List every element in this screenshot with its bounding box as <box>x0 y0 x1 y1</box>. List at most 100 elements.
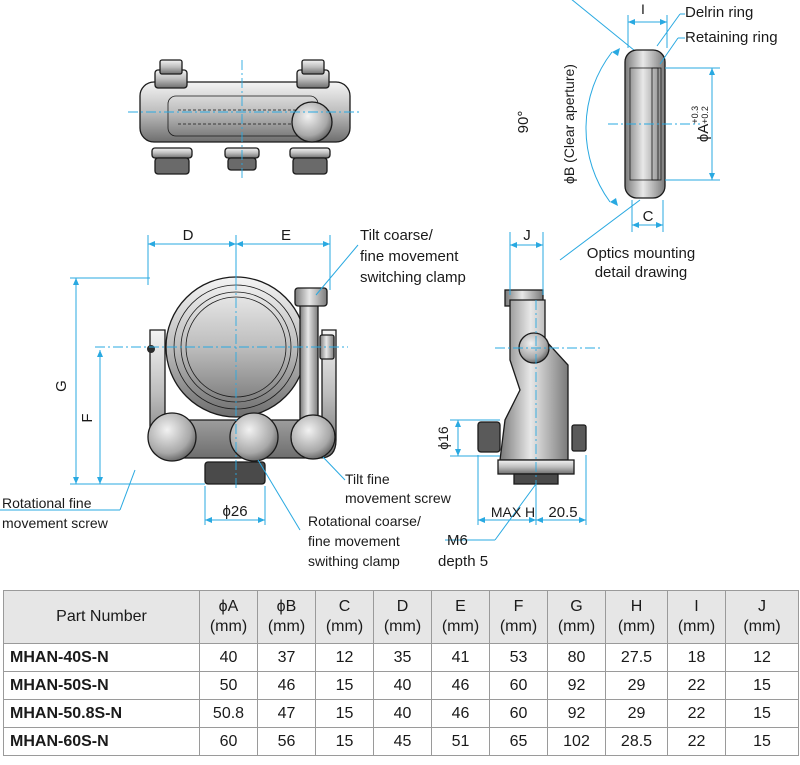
table-cell: 15 <box>725 727 799 756</box>
table-cell: 92 <box>547 671 606 700</box>
side-view <box>445 232 600 541</box>
part-number-cell: MHAN-50S-N <box>3 671 200 700</box>
rot-fine-line2: movement screw <box>2 515 109 531</box>
tilt-fine-line2: movement screw <box>345 490 452 506</box>
table-cell: 22 <box>667 671 726 700</box>
phi16-label: ϕ16 <box>435 426 451 450</box>
header-name: ϕB <box>276 598 297 615</box>
table-cell: 15 <box>315 699 374 728</box>
header-name: ϕA <box>218 598 239 615</box>
table-cell: 18 <box>667 643 726 672</box>
table-header-row: Part Number ϕA (mm) ϕB (mm) C (mm) D (mm) E (… <box>3 590 799 644</box>
phi-b-label: ϕB (Clear aperture) <box>561 64 577 184</box>
spec-table: Part Number ϕA (mm) ϕB (mm) C (mm) D (mm) E (… <box>3 590 799 756</box>
rot-clamp-line1: Rotational coarse/ <box>308 513 421 529</box>
header-part-number: Part Number <box>3 590 200 644</box>
header-unit: (mm) <box>267 618 306 635</box>
header-unit: (mm) <box>441 618 480 635</box>
table-cell: 41 <box>431 643 490 672</box>
retaining-ring-label: Retaining ring <box>685 29 778 46</box>
front-view <box>0 235 359 531</box>
header-phi-b: ϕB (mm) <box>257 590 316 644</box>
header-j: J(mm) <box>725 590 799 644</box>
header-h: H(mm) <box>605 590 668 644</box>
table-row: MHAN-40S-N 40 37 12 35 41 53 80 27.5 18 … <box>3 643 799 672</box>
table-row: MHAN-60S-N 60 56 15 45 51 65 102 28.5 22… <box>3 727 799 756</box>
table-cell: 45 <box>373 727 432 756</box>
max-h-label: MAX H <box>491 504 535 520</box>
table-cell: 50 <box>199 671 258 700</box>
table-cell: 60 <box>199 727 258 756</box>
header-name: G <box>570 598 583 615</box>
header-name: F <box>513 598 524 615</box>
delrin-ring-label: Delrin ring <box>685 4 753 21</box>
table-cell: 40 <box>199 643 258 672</box>
dim-i-label: I <box>641 1 645 17</box>
top-view <box>128 59 360 180</box>
part-number-cell: MHAN-40S-N <box>3 643 200 672</box>
phi-a-main: ϕA <box>695 124 712 142</box>
table-cell: 46 <box>431 699 490 728</box>
optics-detail-line1: Optics mounting <box>587 245 695 262</box>
header-unit: (mm) <box>557 618 596 635</box>
header-unit: (mm) <box>383 618 422 635</box>
header-phi-a: ϕA (mm) <box>199 590 258 644</box>
header-name: D <box>396 598 409 615</box>
part-number-cell: MHAN-50.8S-N <box>3 699 200 728</box>
rot-clamp-line3: swithing clamp <box>308 553 400 569</box>
table-cell: 53 <box>489 643 548 672</box>
header-unit: (mm) <box>743 618 781 635</box>
header-e: E (mm) <box>431 590 490 644</box>
header-name: E <box>455 598 466 615</box>
table-cell: 27.5 <box>605 643 668 672</box>
table-cell: 65 <box>489 727 548 756</box>
technical-drawing: I Delrin ring Retaining ring 90° ϕB (Cle… <box>0 0 778 570</box>
header-c: C (mm) <box>315 590 374 644</box>
table-cell: 29 <box>605 671 668 700</box>
table-cell: 22 <box>667 727 726 756</box>
table-cell: 56 <box>257 727 316 756</box>
phi-a-tol-plus: +0.3 <box>690 106 700 124</box>
tilt-clamp-line1: Tilt coarse/ <box>360 227 434 244</box>
table-cell: 50.8 <box>199 699 258 728</box>
table-cell: 40 <box>373 699 432 728</box>
header-g: G (mm) <box>547 590 606 644</box>
optics-detail-line2: detail drawing <box>595 264 688 281</box>
dim-20-5-label: 20.5 <box>548 504 577 521</box>
dim-f-label: F <box>79 413 96 422</box>
rot-fine-line1: Rotational fine <box>2 495 92 511</box>
header-name: H <box>630 598 643 615</box>
table-cell: 47 <box>257 699 316 728</box>
tilt-clamp-line2: fine movement <box>360 248 459 265</box>
table-cell: 28.5 <box>605 727 668 756</box>
dim-e-label: E <box>281 227 291 244</box>
header-d: D (mm) <box>373 590 432 644</box>
table-cell: 15 <box>725 671 799 700</box>
header-unit: (mm) <box>209 618 248 635</box>
phi-a-tol-minus: +0.2 <box>700 106 710 124</box>
tilt-clamp-line3: switching clamp <box>360 269 466 286</box>
table-cell: 15 <box>725 699 799 728</box>
table-cell: 102 <box>547 727 606 756</box>
table-cell: 40 <box>373 671 432 700</box>
dim-d-label: D <box>183 227 194 244</box>
header-unit: (mm) <box>325 618 364 635</box>
header-name: I <box>694 598 699 615</box>
dim-j-label: J <box>523 227 531 244</box>
tilt-fine-line1: Tilt fine <box>345 471 390 487</box>
table-row: MHAN-50.8S-N 50.8 47 15 40 46 60 92 29 2… <box>3 699 799 728</box>
m6-label: M6 <box>447 532 468 549</box>
header-unit: (mm) <box>499 618 538 635</box>
table-cell: 46 <box>257 671 316 700</box>
table-cell: 92 <box>547 699 606 728</box>
table-cell: 60 <box>489 671 548 700</box>
header-i: I (mm) <box>667 590 726 644</box>
depth5-label: depth 5 <box>438 553 488 570</box>
header-name: C <box>338 598 351 615</box>
header-f: F (mm) <box>489 590 548 644</box>
table-cell: 37 <box>257 643 316 672</box>
table-cell: 22 <box>667 699 726 728</box>
header-unit: (mm) <box>677 618 716 635</box>
dim-c-label: C <box>643 208 654 225</box>
table-cell: 46 <box>431 671 490 700</box>
